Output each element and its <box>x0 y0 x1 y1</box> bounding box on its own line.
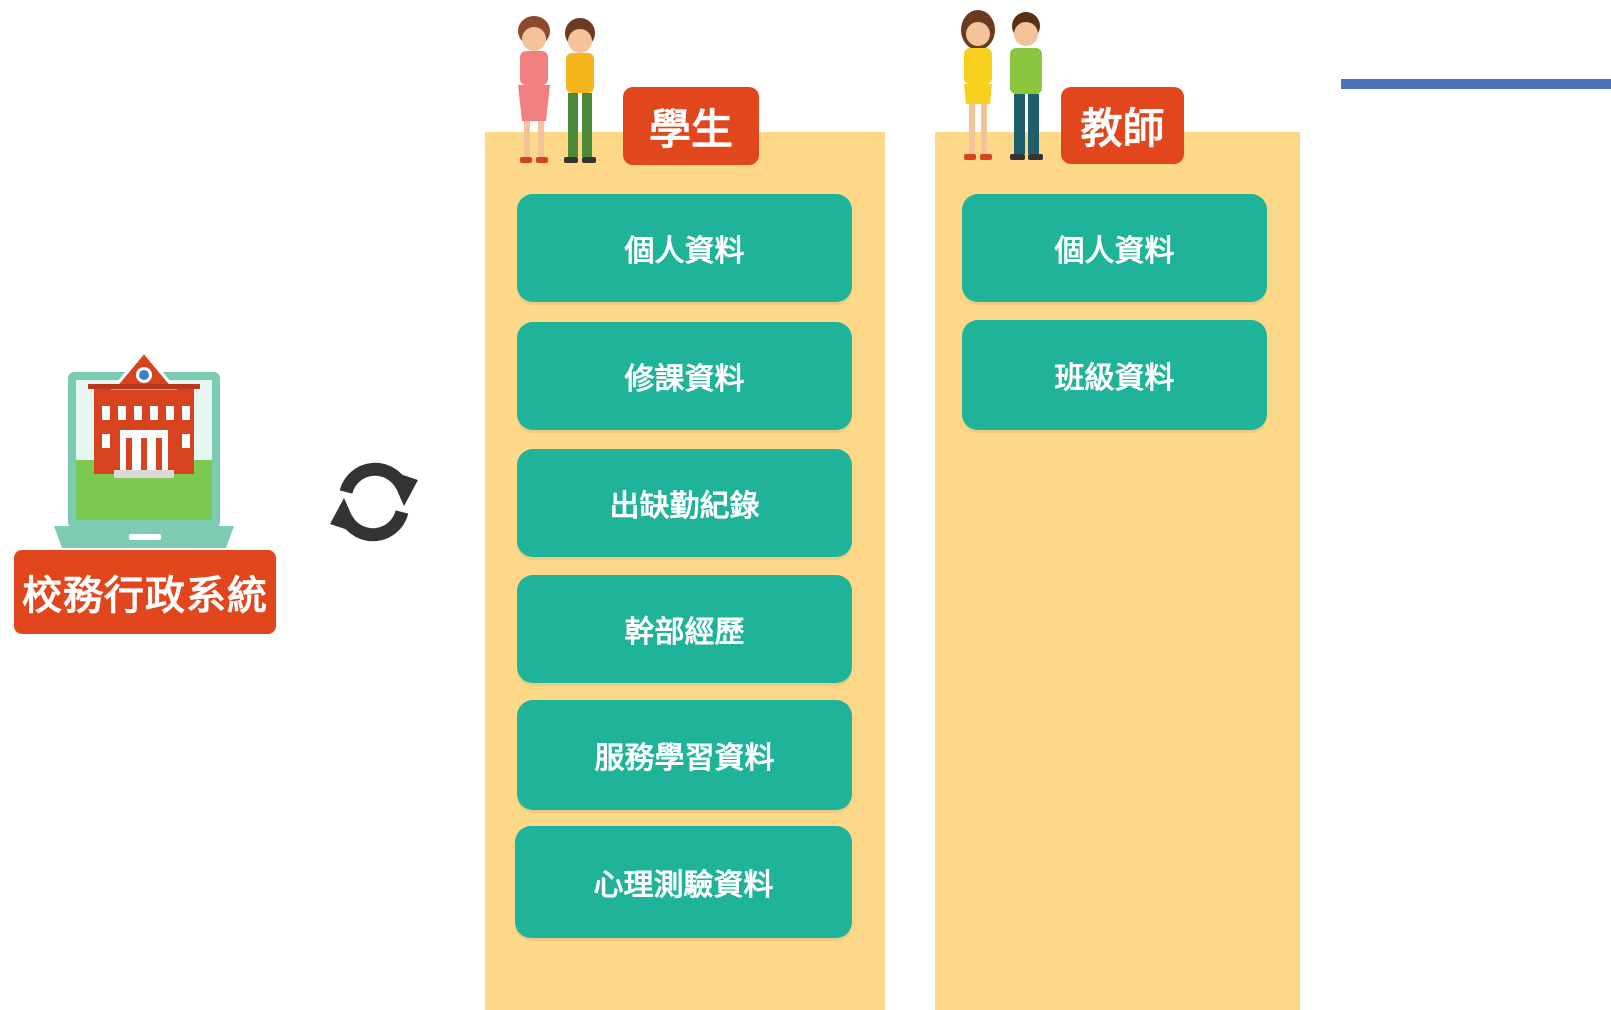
sync-arrows-icon <box>330 462 418 542</box>
school-system-block: 校務行政系統 <box>14 348 276 638</box>
students-icon <box>518 16 596 163</box>
top-accent-bar <box>1341 79 1611 89</box>
student-attendance-button[interactable]: 出缺勤紀錄 <box>517 449 852 557</box>
student-service-learning-button[interactable]: 服務學習資料 <box>517 700 852 810</box>
teacher-role-tab: 教師 <box>1061 87 1184 164</box>
school-system-label: 校務行政系統 <box>14 550 276 634</box>
teacher-personal-data-button[interactable]: 個人資料 <box>962 194 1267 302</box>
teachers-icon <box>961 10 1043 160</box>
teacher-class-data-button[interactable]: 班級資料 <box>962 320 1267 430</box>
student-psych-test-button[interactable]: 心理測驗資料 <box>515 826 852 938</box>
school-building-laptop-icon <box>54 349 234 548</box>
student-role-tab: 學生 <box>623 87 759 165</box>
student-personal-data-button[interactable]: 個人資料 <box>517 194 852 302</box>
student-course-data-button[interactable]: 修課資料 <box>517 322 852 430</box>
student-cadre-experience-button[interactable]: 幹部經歷 <box>517 575 852 683</box>
